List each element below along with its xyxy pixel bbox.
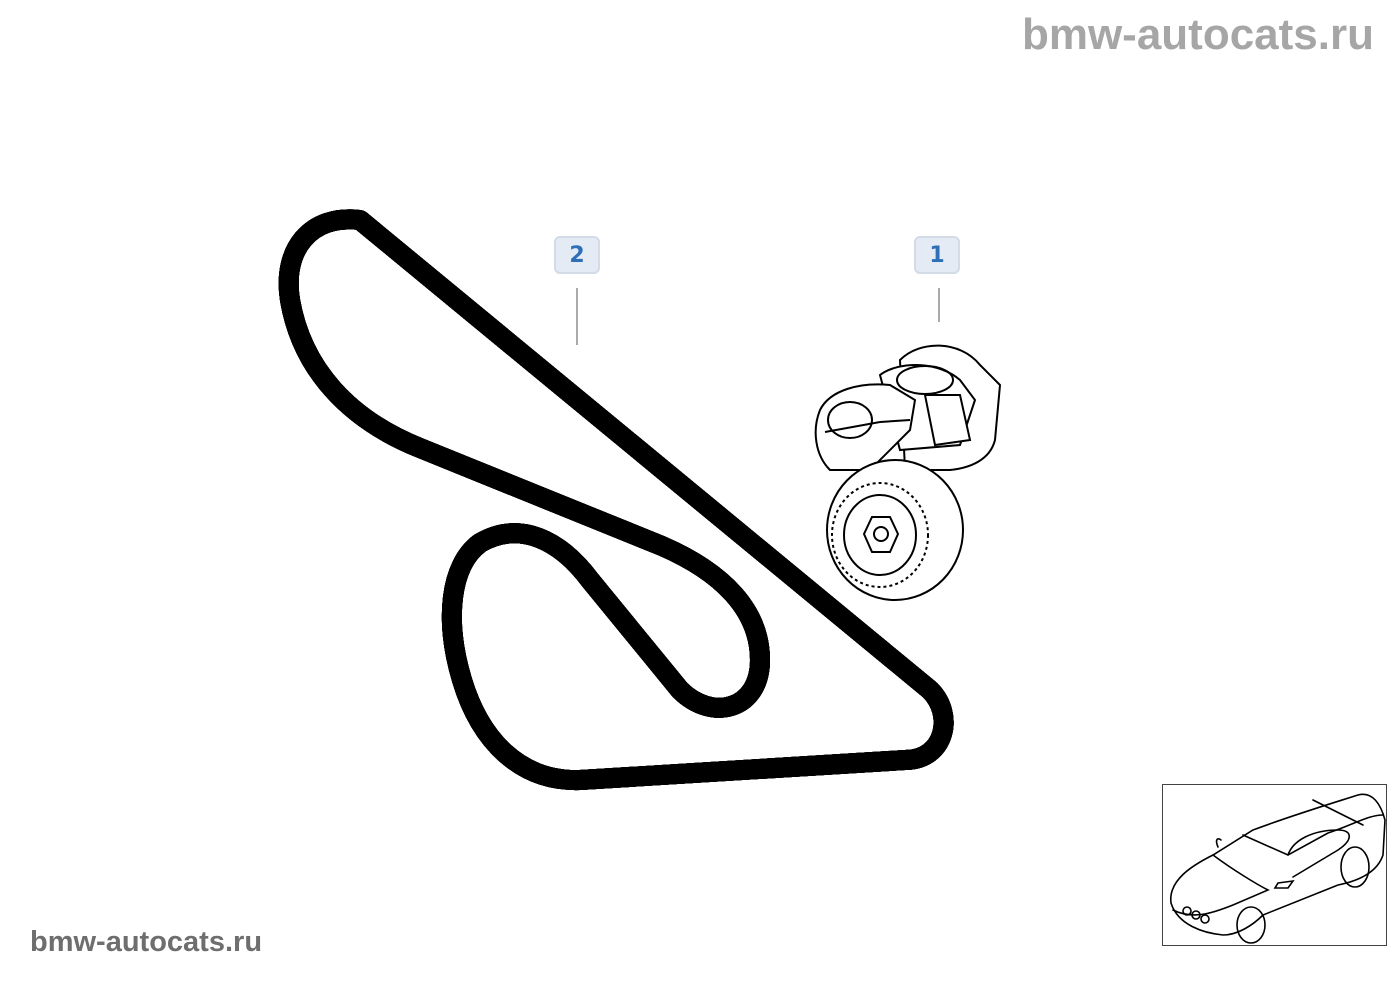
car-outline-icon: [1170, 793, 1386, 944]
vehicle-thumbnail[interactable]: [1162, 784, 1387, 946]
callout-part-2[interactable]: 2: [554, 236, 600, 274]
watermark-bottom: bmw-autocats.ru: [30, 926, 263, 958]
watermark-top: bmw-autocats.ru: [1021, 10, 1374, 59]
belt-tensioner: [814, 344, 1002, 601]
ribbed-belt: [289, 219, 944, 780]
callout-part-1[interactable]: 1: [914, 236, 960, 274]
